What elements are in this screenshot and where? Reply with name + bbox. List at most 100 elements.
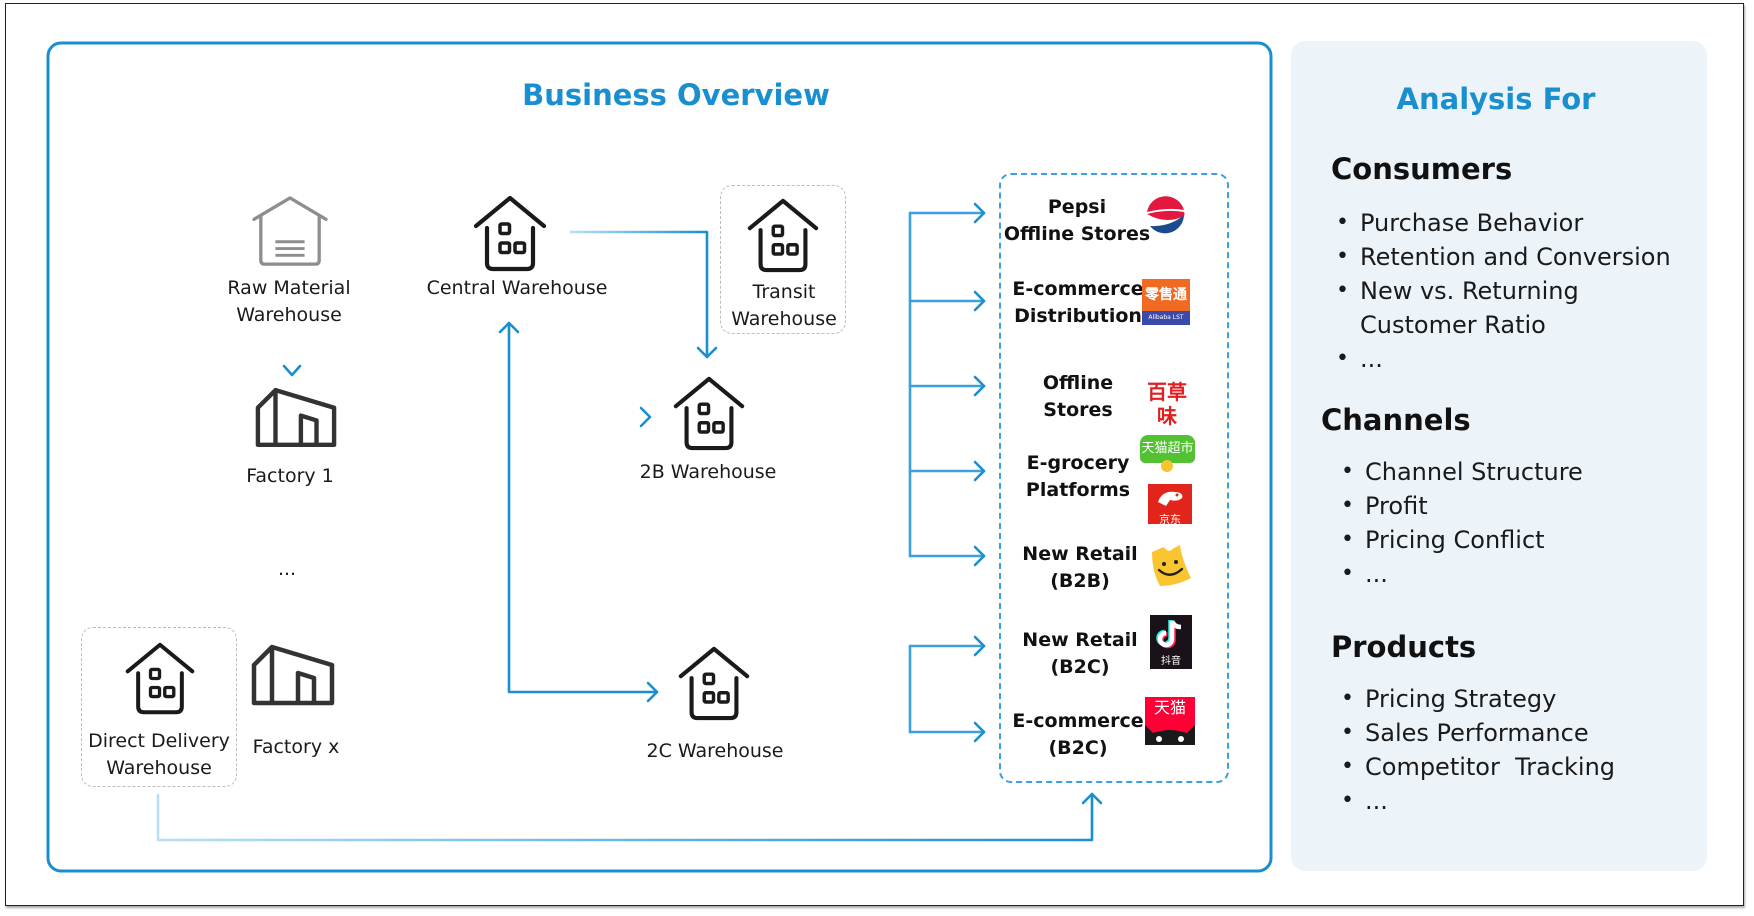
2b-warehouse-label: 2B Warehouse xyxy=(639,461,777,483)
label-line: Transit xyxy=(752,281,816,303)
list-item: •... xyxy=(1337,784,1697,818)
arrowhead xyxy=(973,290,986,312)
arrowhead xyxy=(696,346,718,359)
connector-direct-delivery-to-channels xyxy=(156,792,1094,842)
central-warehouse-icon xyxy=(476,198,544,269)
label-line: Offline Stores xyxy=(1003,223,1151,245)
label-line: (B2C) xyxy=(1050,656,1110,678)
label-line: Direct Delivery xyxy=(88,730,230,752)
item-text: Sales Performance xyxy=(1365,719,1589,747)
jd-dog-icon xyxy=(1158,491,1183,506)
factory-x-label: Factory x xyxy=(252,736,340,758)
bullet-icon: • xyxy=(1341,493,1354,518)
item-text: Pricing Strategy xyxy=(1365,685,1557,713)
bullet-icon: • xyxy=(1336,278,1349,303)
label-line: Pepsi xyxy=(1047,196,1107,218)
smile-bag-logo xyxy=(1152,545,1191,586)
bullet-icon: • xyxy=(1336,346,1349,371)
label-line: Platforms xyxy=(1025,479,1131,501)
section-heading-channels: Channels xyxy=(1321,403,1471,437)
raw-material-warehouse-icon xyxy=(252,196,328,266)
2b-warehouse-icon xyxy=(676,379,742,448)
section-heading-products: Products xyxy=(1331,630,1477,664)
label-line: (B2B) xyxy=(1050,570,1110,592)
channel-new-retail-b2c: New Retail (B2C) xyxy=(1022,627,1137,681)
label-line: (B2C) xyxy=(1048,737,1108,759)
list-item: •... xyxy=(1332,342,1692,376)
list-item: • Sales Performance xyxy=(1337,716,1697,750)
alibaba-lst-logo: 零售通 Alibaba LST xyxy=(1142,279,1190,325)
label-line: Warehouse xyxy=(236,304,342,326)
list-item: • Pricing Strategy xyxy=(1337,682,1697,716)
baicaowei-logo: 百草味 xyxy=(1147,380,1187,428)
label-line: Warehouse xyxy=(731,308,837,330)
bullet-icon: • xyxy=(1341,720,1354,745)
analysis-title: Analysis For xyxy=(1396,82,1596,116)
analysis-panel xyxy=(1291,41,1707,871)
factory-x-icon xyxy=(254,647,332,703)
arrowhead xyxy=(973,460,986,482)
channel-ecommerce-b2c: E-commerce (B2C) xyxy=(1012,708,1143,762)
label-line: New Retail xyxy=(1022,629,1138,651)
list-item: •... xyxy=(1337,557,1697,591)
business-overview-title: Business Overview xyxy=(522,78,830,112)
list-item: •Channel Structure xyxy=(1337,455,1697,489)
bullet-icon: • xyxy=(1341,788,1354,813)
bullet-icon: • xyxy=(1336,210,1349,235)
factory-1-label: Factory 1 xyxy=(246,465,334,487)
label-line: Raw Material xyxy=(227,277,351,299)
2c-warehouse-label: 2C Warehouse xyxy=(646,740,784,762)
item-text: Purchase Behavior xyxy=(1360,209,1584,237)
list-item: • Profit xyxy=(1337,489,1697,523)
item-text: Profit xyxy=(1365,492,1428,520)
bullet-icon: • xyxy=(1341,686,1354,711)
factory-1-icon xyxy=(258,390,334,445)
raw-material-warehouse-label: Raw Material Warehouse xyxy=(227,275,350,329)
consumers-list: • Purchase Behavior • Retention and Conver… xyxy=(1332,206,1692,376)
direct-delivery-warehouse-label: Direct Delivery Warehouse xyxy=(88,728,230,782)
item-text: ... xyxy=(1360,345,1383,373)
arrowhead xyxy=(646,681,659,703)
business-overview-box xyxy=(46,41,1273,873)
tmall-supermarket-logo: 天猫超市 xyxy=(1140,435,1195,463)
arrowhead xyxy=(498,321,520,334)
item-text: ... xyxy=(1365,560,1388,588)
label-line: New Retail xyxy=(1022,543,1138,565)
item-text: New vs. Returning Customer Ratio xyxy=(1360,277,1579,339)
channel-egrocery-platforms: E-grocery Platforms xyxy=(1026,450,1130,504)
tmall-logo: 天猫 xyxy=(1145,697,1195,745)
label-line: Warehouse xyxy=(106,757,212,779)
section-heading-consumers: Consumers xyxy=(1331,152,1513,186)
arrowhead xyxy=(282,364,302,377)
arrowhead xyxy=(973,721,986,743)
connector-central-2c-vertical xyxy=(507,321,659,694)
list-item: •Pricing Conflict xyxy=(1337,523,1697,557)
pepsi-logo xyxy=(1146,196,1185,235)
arrowhead xyxy=(973,545,986,567)
channels-list: •Channel Structure • Profit •Pricing Conf… xyxy=(1337,455,1697,591)
bullet-icon: • xyxy=(1341,561,1354,586)
bullet-icon: • xyxy=(1341,459,1354,484)
factories-ellipsis: ... xyxy=(277,558,297,580)
label-line: Distribution xyxy=(1014,305,1142,327)
item-text: Competitor Tracking xyxy=(1365,753,1616,781)
logo-text: 零售通 xyxy=(1142,279,1190,311)
channel-pepsi-offline-stores: Pepsi Offline Stores xyxy=(1004,194,1150,248)
bullet-icon: • xyxy=(1336,244,1349,269)
label-line: Stores xyxy=(1043,399,1113,421)
item-text: Retention and Conversion xyxy=(1360,243,1671,271)
jd-logo: 京东 xyxy=(1148,484,1192,526)
channel-ecommerce-distribution: E-commerce Distribution xyxy=(1012,276,1143,330)
logo-text: 京东 xyxy=(1159,513,1181,526)
central-warehouse-label: Central Warehouse xyxy=(426,277,608,299)
arrowhead xyxy=(973,202,986,224)
transit-warehouse-label: Transit Warehouse xyxy=(731,279,837,333)
douyin-logo: 抖音 xyxy=(1150,615,1192,669)
label-line: E-grocery xyxy=(1026,452,1130,474)
logo-text: 天猫 xyxy=(1153,698,1186,717)
bullet-icon: • xyxy=(1341,754,1354,779)
channels-box xyxy=(999,173,1229,783)
label-line: E-commerce xyxy=(1012,710,1144,732)
label-line: Offline xyxy=(1042,372,1114,394)
